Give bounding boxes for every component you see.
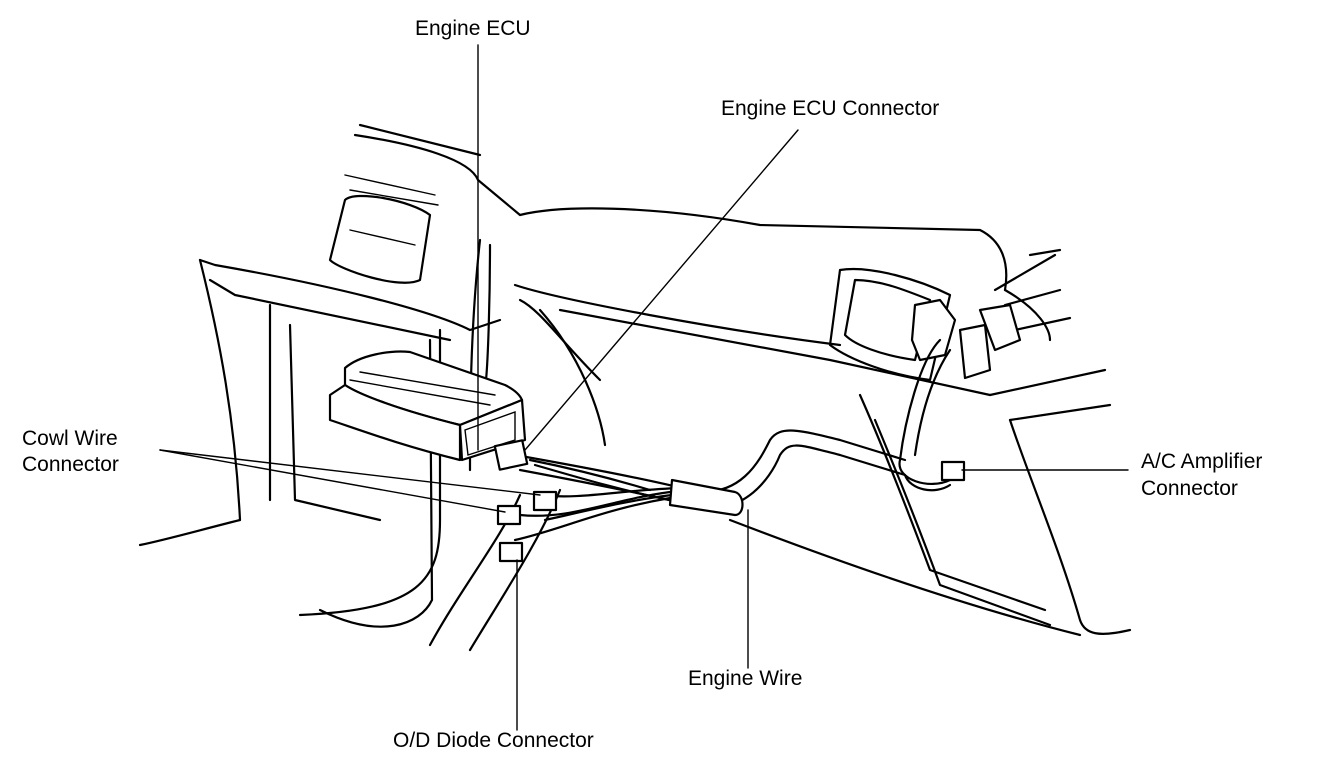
engine-wire-label: Engine Wire	[688, 667, 803, 690]
engine-ecu-label: Engine ECU	[415, 17, 531, 40]
engine-ecu-connector-leader	[524, 129, 799, 451]
cowl-wire-connector-label-line1: Cowl Wire	[22, 427, 118, 450]
cowl-wire-leader-lower	[159, 449, 506, 513]
leader-lines	[159, 44, 1129, 731]
wire-harness	[493, 429, 907, 563]
dashboard-outline	[138, 123, 1132, 652]
ac-amplifier-connector-label-line2: Connector	[1141, 477, 1238, 500]
cowl-wire-connector-upper	[532, 490, 558, 512]
od-diode-connector-label: O/D Diode Connector	[393, 729, 594, 752]
cowl-wire-connector-lower	[496, 504, 522, 526]
engine-ecu-connector-plug	[493, 439, 529, 471]
cowl-wire-connector-label-line2: Connector	[22, 453, 119, 476]
engine-ecu-unit	[328, 350, 527, 462]
cowl-wire-leader-upper	[159, 449, 541, 496]
ac-amplifier-connector-label-line1: A/C Amplifier	[1141, 450, 1263, 473]
ac-amplifier-harness	[898, 298, 1022, 492]
od-diode-connector-plug	[498, 541, 524, 563]
engine-ecu-connector-label: Engine ECU Connector	[721, 97, 940, 120]
